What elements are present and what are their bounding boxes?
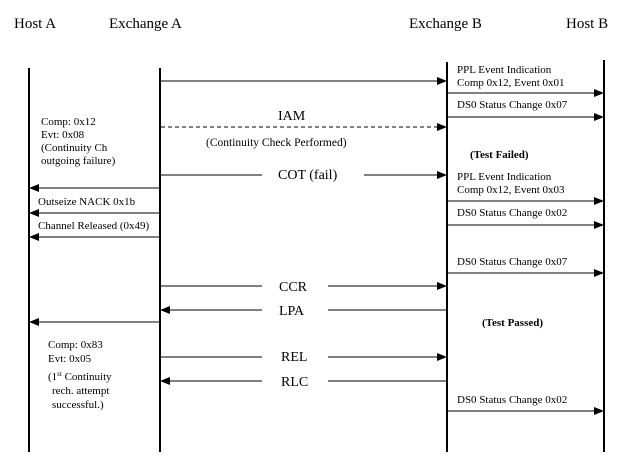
note-comp-0x12: Comp: 0x12 bbox=[41, 116, 96, 128]
label-ccr: CCR bbox=[279, 280, 308, 295]
header-host-b: Host B bbox=[566, 16, 608, 32]
note-first-sup: st bbox=[57, 370, 62, 378]
note-comp-event-1: Comp 0x12, Event 0x01 bbox=[457, 77, 565, 89]
header-host-a: Host A bbox=[14, 16, 56, 32]
note-channel-released: Channel Released (0x49) bbox=[38, 220, 150, 232]
note-first-prefix: (1 bbox=[48, 371, 57, 383]
note-comp-0x83: Comp: 0x83 bbox=[48, 339, 103, 351]
note-ds0-07-b: DS0 Status Change 0x07 bbox=[457, 256, 568, 268]
status-test-passed: (Test Passed) bbox=[482, 317, 543, 329]
note-successful: successful.) bbox=[52, 399, 104, 411]
label-rlc: RLC bbox=[281, 375, 308, 390]
label-iam: IAM bbox=[278, 109, 306, 124]
note-ppl-event-1: PPL Event Indication bbox=[457, 64, 552, 76]
note-outseize-nack: Outseize NACK 0x1b bbox=[38, 196, 136, 208]
note-continuity-ch: (Continuity Ch bbox=[41, 142, 108, 154]
note-outgoing-failure: outgoing failure) bbox=[41, 155, 116, 167]
note-ppl-event-2: PPL Event Indication bbox=[457, 171, 552, 183]
label-lpa: LPA bbox=[279, 304, 305, 319]
note-ds0-02-b: DS0 Status Change 0x02 bbox=[457, 394, 567, 406]
header-exchange-b: Exchange B bbox=[409, 16, 482, 32]
label-iam-note: (Continuity Check Performed) bbox=[206, 137, 347, 149]
note-first-continuity: (1st Continuity bbox=[48, 370, 112, 383]
label-rel: REL bbox=[281, 350, 307, 365]
note-ds0-02-a: DS0 Status Change 0x02 bbox=[457, 207, 567, 219]
note-comp-event-2: Comp 0x12, Event 0x03 bbox=[457, 184, 565, 196]
note-first-suffix: Continuity bbox=[62, 371, 112, 383]
note-rech-attempt: rech. attempt bbox=[52, 385, 109, 397]
header-exchange-a: Exchange A bbox=[109, 16, 182, 32]
status-test-failed: (Test Failed) bbox=[470, 149, 529, 161]
note-evt-0x08: Evt: 0x08 bbox=[41, 129, 85, 141]
note-evt-0x05: Evt: 0x05 bbox=[48, 353, 92, 365]
label-cot: COT (fail) bbox=[278, 168, 338, 183]
note-ds0-07-a: DS0 Status Change 0x07 bbox=[457, 99, 568, 111]
